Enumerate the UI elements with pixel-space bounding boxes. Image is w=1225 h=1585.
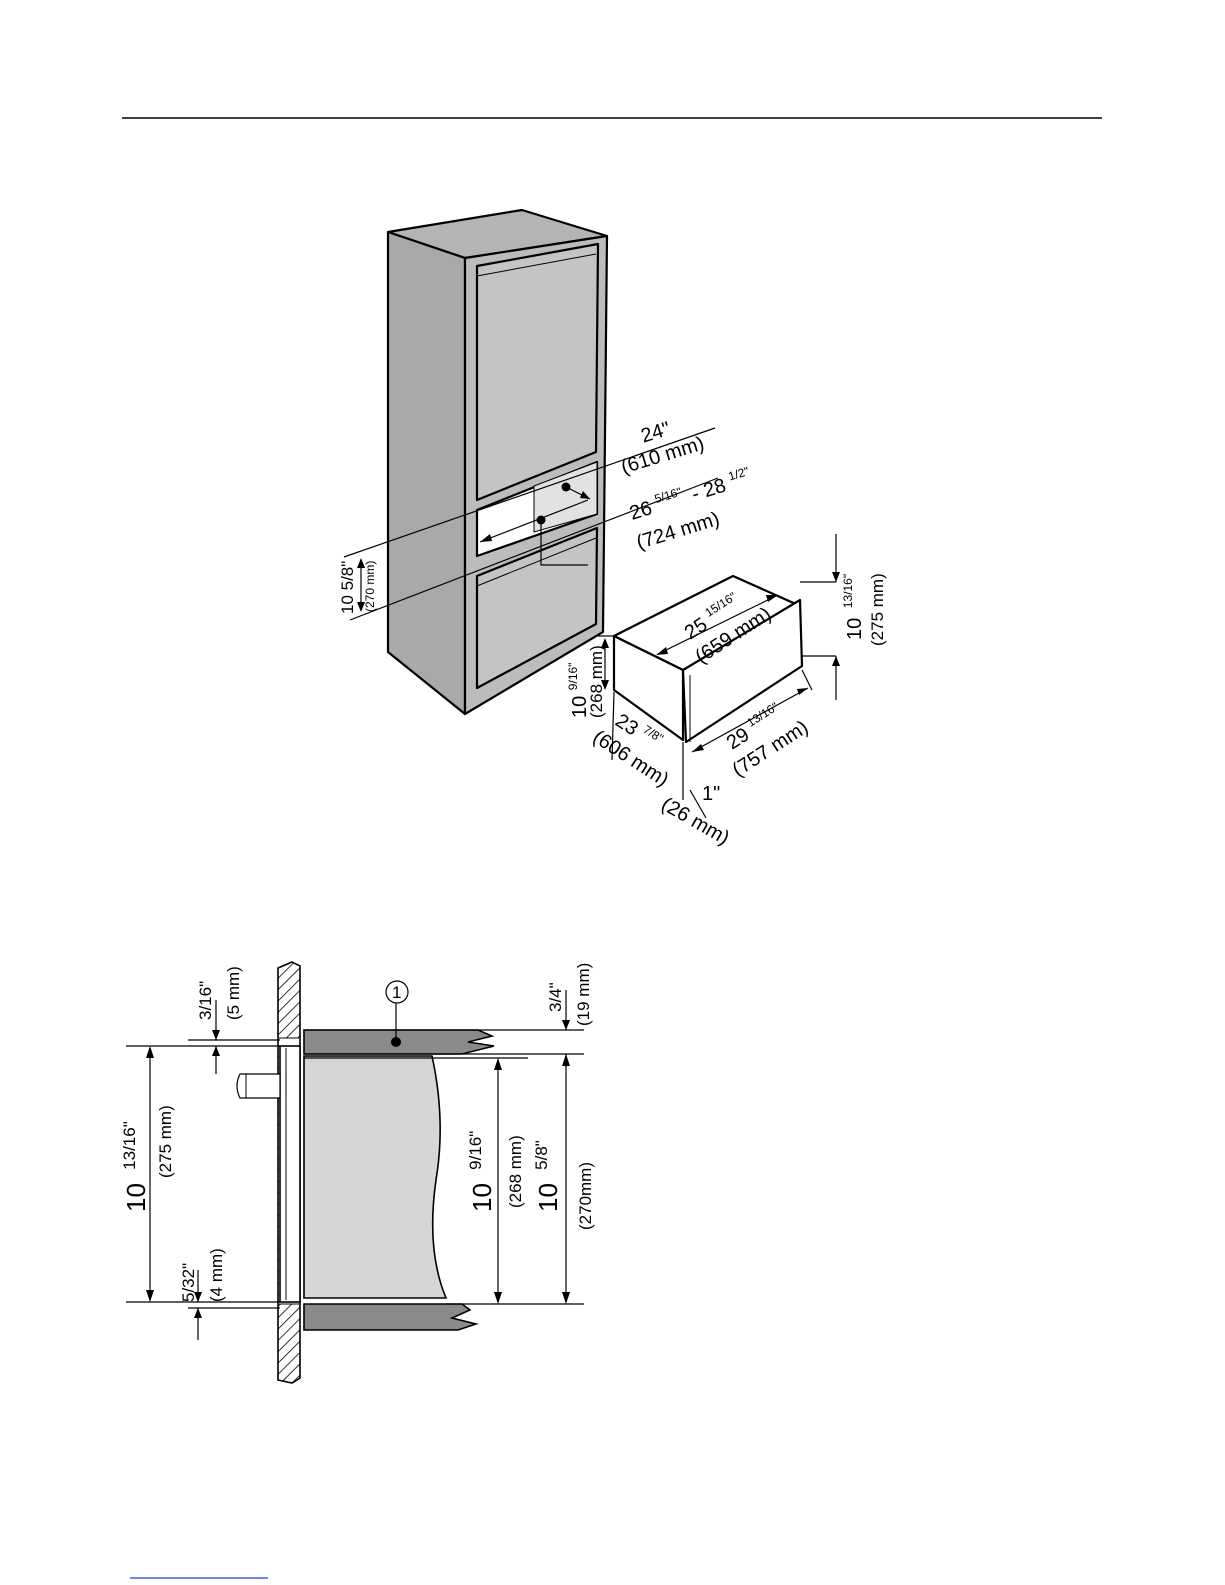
- svg-text:10 5/8": 10 5/8": [532, 1140, 563, 1212]
- front-thickness-mm: (26 mm): [658, 793, 733, 849]
- front-height-frac-section: 13/16": [120, 1121, 139, 1170]
- svg-text:10 13/16": 10 13/16": [841, 574, 866, 640]
- box-height-frac-section: 9/16": [466, 1131, 485, 1170]
- niche-width-label: 24" (610 mm): [612, 410, 707, 479]
- cabinet-side: [388, 232, 465, 714]
- box-height-label: 10 9/16" (268 mm): [566, 645, 606, 718]
- front-width-frac: 13/16": [744, 699, 780, 729]
- top-gap-label: 3/16" (5 mm): [196, 966, 243, 1020]
- front-height-label: 10 13/16" (275 mm): [841, 573, 887, 646]
- niche-height-mm-section: (270mm): [576, 1162, 595, 1230]
- front-height-frac-iso: 13/16": [841, 574, 855, 608]
- shelf-thickness-mm: (19 mm): [574, 963, 593, 1026]
- front-height-section-label: 10 13/16" (275 mm): [120, 1105, 175, 1212]
- svg-text:10 13/16": 10 13/16": [120, 1121, 151, 1212]
- front-height-in-iso: 10: [844, 618, 866, 640]
- niche-depth-a-frac: 5/16": [653, 485, 684, 506]
- warming-drawer-isometric: [598, 534, 840, 818]
- bottom-gap-label: 5/32" (4 mm): [179, 1248, 226, 1302]
- niche-height-mm: (270 mm): [363, 561, 377, 612]
- front-thickness-in: 1": [702, 783, 720, 805]
- front-thickness-label: 1" (26 mm): [658, 783, 733, 850]
- bottom-gap-mm: (4 mm): [207, 1248, 226, 1302]
- front-height-in-section: 10: [121, 1183, 151, 1212]
- box-height-frac-iso: 9/16": [566, 663, 580, 691]
- cabinet-isometric: [388, 210, 607, 714]
- shelf-thickness-in: 3/4": [546, 982, 565, 1012]
- front-height-mm-section: (275 mm): [156, 1105, 175, 1178]
- drawer-body-section: [304, 1056, 446, 1298]
- lower-shelf: [304, 1304, 476, 1330]
- drawer-front-section: [280, 1046, 300, 1302]
- shelf-thickness-label: 3/4" (19 mm): [546, 963, 593, 1026]
- svg-text:10 9/16": 10 9/16": [466, 1131, 497, 1212]
- niche-height-section-label: 10 5/8" (270mm): [532, 1140, 595, 1230]
- box-height-mm-iso: (268 mm): [587, 645, 606, 718]
- box-height-section-label: 10 9/16" (268 mm): [466, 1131, 525, 1212]
- callout-number: 1: [392, 983, 401, 1002]
- top-gap-mm: (5 mm): [224, 966, 243, 1020]
- drawer-handle: [237, 1074, 280, 1098]
- top-gap-in: 3/16": [196, 981, 215, 1020]
- box-height-mm-section: (268 mm): [506, 1135, 525, 1208]
- box-height-in-section: 10: [467, 1183, 497, 1212]
- niche-depth-b-frac: 1/2": [727, 464, 751, 484]
- niche-height-in-section: 10: [533, 1183, 563, 1212]
- niche-depth-sep: - 28: [689, 475, 728, 506]
- front-height-mm-iso: (275 mm): [868, 573, 887, 646]
- niche-depth-a: 26: [627, 497, 655, 525]
- niche-height-frac-section: 5/8": [532, 1140, 551, 1170]
- niche-height-label: 10 5/8" (270 mm): [338, 561, 377, 614]
- callout-dot: [391, 1037, 401, 1047]
- bottom-gap-in: 5/32": [179, 1263, 198, 1302]
- niche-height-in: 10 5/8": [338, 561, 357, 614]
